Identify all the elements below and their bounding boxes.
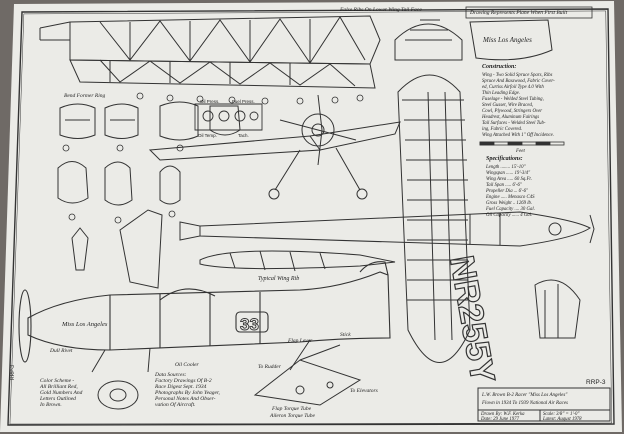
wing-rib-label: Typical Wing Rib <box>258 276 299 282</box>
ring-label: Bend Former Ring <box>64 93 105 99</box>
drawing-date: Date: 29 June 1977 <box>480 417 520 422</box>
wing-top-note: False Ribs On Lower Wing Tail Face <box>339 7 422 13</box>
construction-line: Spruce And Basswood, Fabric Cover- <box>482 79 555 84</box>
spec-row: Propeller Dia ... 6'-6" <box>485 189 529 194</box>
construction-line: Thin Leading Edge. <box>482 91 520 96</box>
sheet-note: Drawing Represents Plane When First Buil… <box>469 10 568 16</box>
spec-row: Oil Capacity ...... 4 Gal. <box>486 213 532 218</box>
data-sources-notes: Data Sources: Factory Drawings Of B-2 Ra… <box>154 372 221 408</box>
rudder-side-view <box>534 279 581 339</box>
control-linkage <box>253 339 362 406</box>
title-line-2: Flown in 1934 To 1939 National Air Races <box>481 401 568 406</box>
oil-cooler-label: Oil Cooler <box>175 362 200 368</box>
construction-line: Fuselage - Welded Steel Tubing, <box>481 97 544 102</box>
scale-label: Feet <box>515 149 525 154</box>
specifications: Specifications: Length ........ 15'-10" … <box>485 156 535 218</box>
spec-row: Tail Span ..... 6'-6" <box>486 183 523 188</box>
fuselage-plan-view <box>179 211 595 247</box>
spec-row: Wing Area ..... 60 Sq.Ft. <box>486 177 532 182</box>
instrument-panel <box>194 103 263 131</box>
front-view <box>148 94 401 200</box>
oil-press-label: Oil Press. <box>200 99 220 104</box>
flap-lever-label: Flap Lever <box>287 338 313 344</box>
latest-date: Latest: August 1978 <box>542 417 582 422</box>
drawn-by: Drawn By: W.F. Kerka <box>480 412 525 417</box>
color-scheme-line: In Brown. <box>39 402 62 408</box>
drawing-id: RRP-3 <box>586 379 606 386</box>
construction-line: ing, Fabric Covered. <box>482 127 522 132</box>
spec-row: Engine ..... Menasco C4S <box>485 195 535 200</box>
construction-line: Wing Attached With 1" Off Incidence. <box>482 133 554 138</box>
data-sources-line: Factory Drawings Of B-2 <box>154 377 212 384</box>
dull-rivet-label: Dull Rivet <box>49 348 73 354</box>
aileron-torque-label: Aileron Torque Tube <box>269 413 315 419</box>
construction-title: Construction: <box>482 64 516 70</box>
tach-label: Tach. <box>238 133 249 138</box>
data-sources-line: Race Digest Sept. 1934 <box>154 383 207 390</box>
to-rudder-label: To Rudder <box>258 364 282 370</box>
title-line-1: L.W. Brown B-2 Racer "Miss Los Angeles" <box>481 393 568 398</box>
construction-line: Steel Gusset, Wire Braced, <box>482 103 533 108</box>
flap-torque-label: Flap Torque Tube <box>271 406 312 412</box>
truss-structure <box>39 15 381 89</box>
data-sources-line: Data Sources: <box>154 372 187 378</box>
scale-note: Scale: 3/8" = 1'-0" <box>543 412 580 417</box>
construction-notes: Construction: Wing - Two Solid Spruce Sp… <box>481 64 555 138</box>
construction-line: Wing - Two Solid Spruce Spars, Ribs <box>482 73 553 78</box>
color-scheme-line: All Brilliant Red, <box>39 384 78 390</box>
construction-line: Cowl, Plywood, Stringers Over <box>482 109 542 114</box>
construction-line: Tail Surfaces - Welded Steel Tub- <box>482 121 546 126</box>
data-sources-line: vation Of Aircraft. <box>155 401 196 408</box>
wing-rib <box>199 250 396 272</box>
data-sources-line: Personal Notes And Obser- <box>154 396 216 402</box>
color-scheme-notes: Color Scheme - All Brilliant Red, Gold N… <box>39 378 83 408</box>
color-scheme-line: Gold Numbers And <box>40 390 83 396</box>
side-view-landing-gear <box>91 347 151 410</box>
stick-label: Stick <box>340 332 351 338</box>
title-block <box>477 387 611 422</box>
construction-line: Headrest, Aluminum Fairings <box>481 115 539 120</box>
spec-row: Fuel Capacity .... 30 Gal. <box>485 207 535 212</box>
oil-temp-label: Oil Temp. <box>198 133 217 138</box>
truss-station-marks <box>136 92 364 105</box>
side-view-fuselage <box>18 261 391 363</box>
spec-row: Length ........ 15'-10" <box>485 165 527 170</box>
sheet-note-box <box>465 6 593 19</box>
side-margin-id: RRP-3 <box>10 365 16 380</box>
scale-bar <box>479 141 565 146</box>
spec-row: Gross Weight .. 1269 lb. <box>486 201 532 206</box>
construction-line: ed, Curtiss Airfoil Type 4.0 With <box>482 85 544 90</box>
tail-plan-view <box>394 19 463 61</box>
tail-side-view <box>469 19 553 61</box>
color-scheme-line: Color Scheme - <box>40 378 74 384</box>
specs-title: Specifications: <box>486 156 523 162</box>
race-number-roundel: 33 <box>235 311 269 334</box>
data-sources-line: Photographs By John Yeager, <box>154 390 221 396</box>
race-number: 33 <box>240 315 259 334</box>
spec-row: Wingspan ...... 19'-3/4" <box>486 171 531 176</box>
fuselage-script: Miss Los Angeles <box>61 321 108 328</box>
fuel-press-label: Fuel Press. <box>232 99 255 104</box>
tail-script: Miss Los Angeles <box>482 36 532 44</box>
to-elevators-label: To Elevators <box>350 388 378 394</box>
color-scheme-line: Letters Outlined <box>39 396 76 402</box>
